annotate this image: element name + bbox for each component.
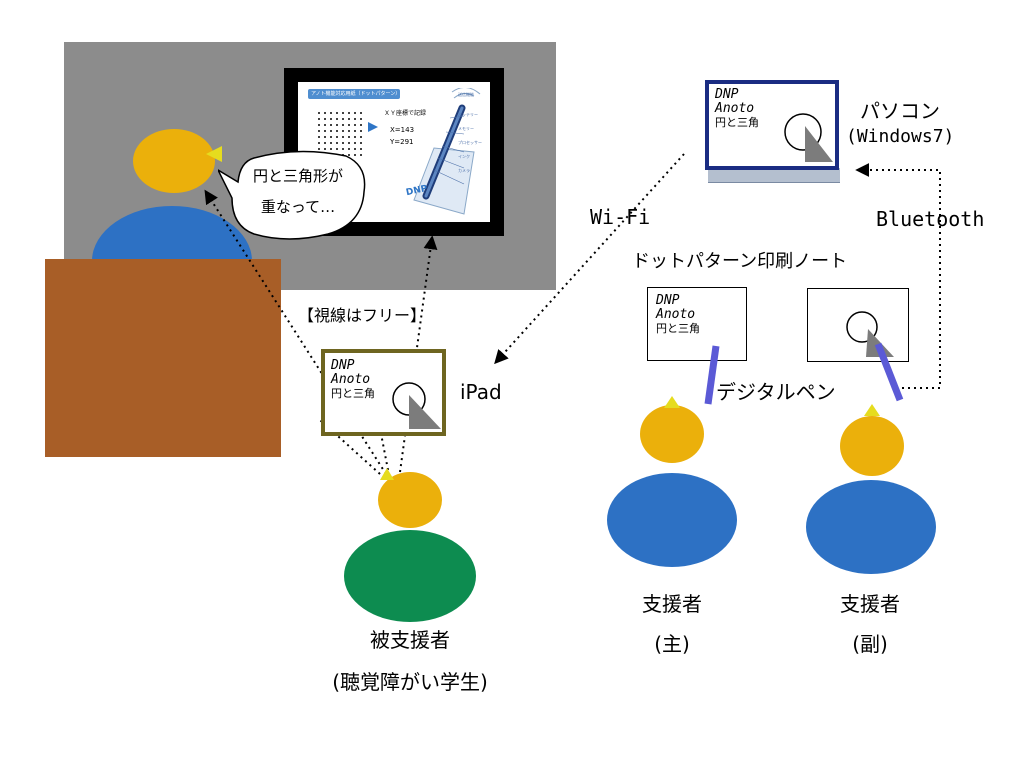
pc-note-line: 円と三角 — [715, 116, 759, 129]
supporter-main-facing-marker — [664, 396, 680, 408]
slide-y-value: Y=291 — [390, 138, 414, 146]
slide-pen-part: カメラ — [458, 168, 470, 173]
lecturer-head — [133, 129, 215, 193]
notebook-main-text: DNP Anoto 円と三角 — [656, 294, 700, 336]
slide-x-value: X=143 — [390, 126, 415, 134]
circle-triangle-figure — [846, 311, 894, 357]
gaze-free-label: 【視線はフリー】 — [298, 306, 427, 325]
supporter-main-name: 支援者 — [642, 592, 702, 616]
ipad-note-line: 円と三角 — [331, 387, 375, 400]
wifi-label: Wi-Fi — [590, 205, 651, 229]
speech-bubble-line1: 円と三角形が — [252, 167, 343, 185]
slide-coord-caption: ＸＹ座標で記録 — [384, 110, 427, 117]
notebook-sub — [807, 288, 909, 362]
desk — [45, 259, 281, 457]
student-name: 被支援者 — [370, 628, 450, 652]
ipad-label: iPad — [460, 380, 502, 404]
student-desc: (聴覚障がい学生) — [332, 670, 488, 694]
slide-pen-part: 送信機能 — [458, 92, 474, 97]
supporter-main-head — [640, 405, 704, 463]
supporter-sub-facing-marker — [864, 404, 880, 416]
supporter-main-role: (主) — [654, 632, 690, 656]
ipad-note-line: Anoto — [331, 372, 371, 387]
bluetooth-label: Bluetooth — [876, 207, 985, 231]
supporter-sub-head — [840, 416, 904, 476]
supporter-sub-name: 支援者 — [840, 592, 900, 616]
slide-header: アノト機能対応用紙（ドットパターン） — [308, 89, 400, 99]
pc-note-line: Anoto — [715, 101, 755, 116]
ipad-note-text: DNP Anoto 円と三角 — [331, 359, 375, 401]
notebook-line: DNP — [656, 293, 680, 308]
pc-note-text: DNP Anoto 円と三角 — [715, 88, 759, 130]
supporter-main-body — [607, 473, 737, 567]
notebook-main: DNP Anoto 円と三角 — [647, 287, 747, 361]
slide-pen-part: プロセッサー — [458, 140, 482, 145]
pc-shadow — [708, 168, 840, 183]
projection-screen: アノト機能対応用紙（ドットパターン） ＸＹ座標で記録 X=143 Y=291 送… — [284, 68, 504, 236]
dot-pattern-label: ドットパターン印刷ノート — [632, 251, 848, 272]
pc-note-line: DNP — [715, 87, 739, 102]
pc-os: (Windows7) — [846, 126, 955, 147]
arrow-right-icon — [368, 122, 378, 132]
student-facing-marker — [380, 468, 394, 480]
dot-grid — [316, 110, 364, 160]
slide-pen-part: インク — [458, 154, 470, 159]
notebook-line: 円と三角 — [656, 322, 700, 335]
student-body — [344, 530, 476, 622]
student-head — [378, 472, 442, 528]
pc-monitor: DNP Anoto 円と三角 — [705, 80, 839, 170]
slide-header-text: アノト機能対応用紙（ドットパターン） — [311, 91, 401, 97]
digital-pen-label: デジタルペン — [716, 380, 836, 404]
speech-bubble-line2: 重なって… — [260, 198, 336, 216]
notebook-line: Anoto — [656, 307, 696, 322]
supporter-sub-body — [806, 480, 936, 574]
digital-pen-main — [704, 345, 720, 405]
circle-triangle-figure — [392, 382, 441, 429]
slide-pen-drawing — [413, 88, 481, 215]
slide-pen-part: バッテリー — [458, 112, 478, 117]
slide: アノト機能対応用紙（ドットパターン） ＸＹ座標で記録 X=143 Y=291 送… — [298, 82, 490, 222]
circle-triangle-figure — [784, 113, 833, 162]
digital-pen-sub — [874, 342, 904, 402]
pc-title: パソコン — [860, 99, 940, 123]
ipad-device: DNP Anoto 円と三角 — [321, 349, 446, 436]
ipad-note-line: DNP — [331, 358, 355, 373]
supporter-sub-role: (副) — [852, 632, 888, 656]
slide-pen-part: メモリー — [458, 126, 474, 131]
